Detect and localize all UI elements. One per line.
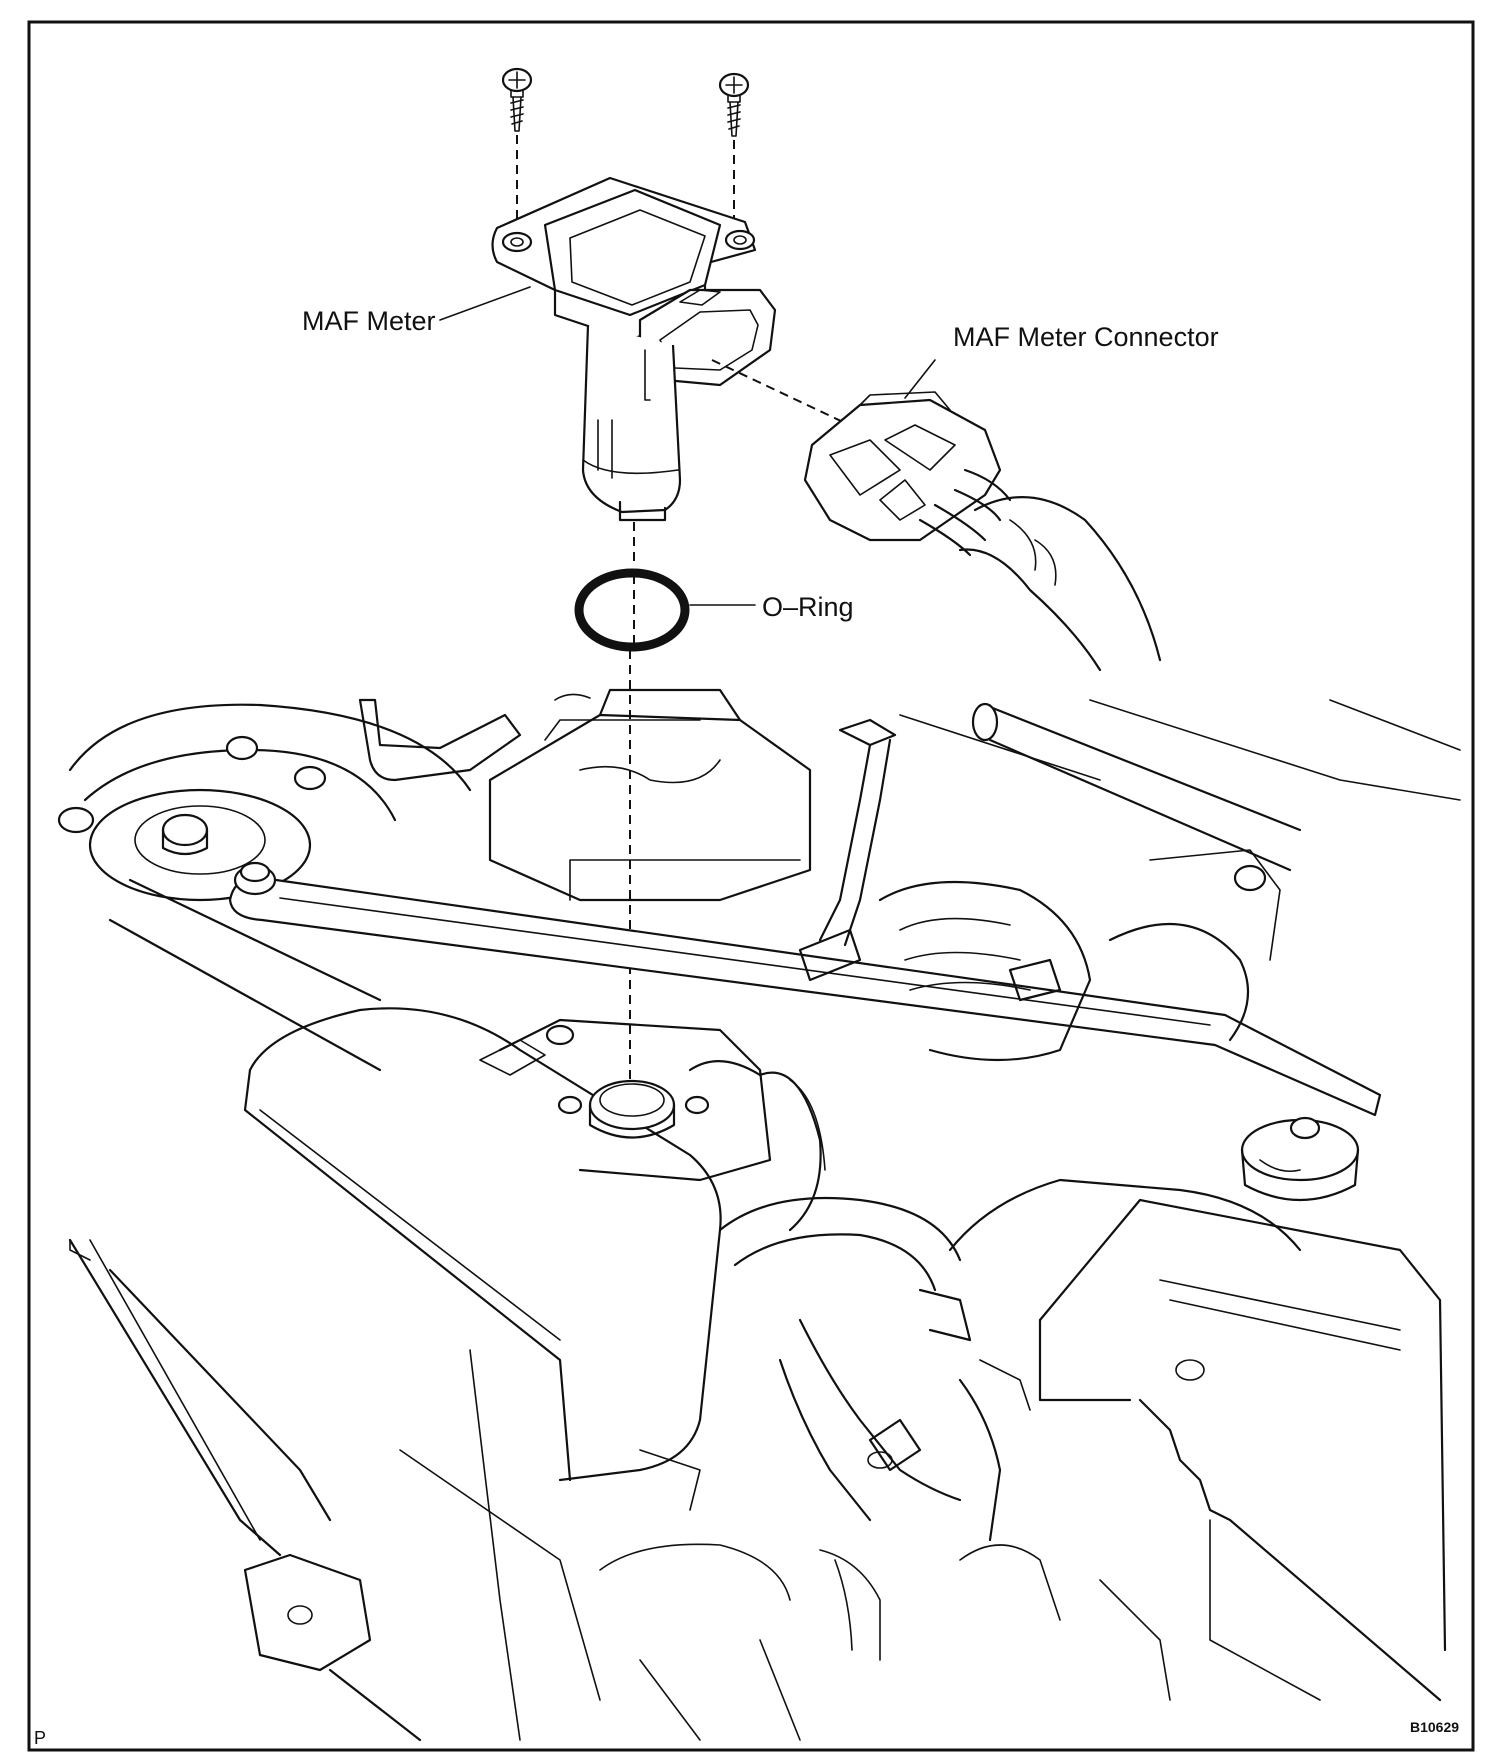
connector-guide [711, 359, 861, 431]
o-ring [574, 568, 690, 652]
connector-leader [904, 359, 936, 399]
engine-bay [57, 688, 1461, 1742]
screw-left [501, 67, 533, 132]
figure-number: B10629 [1410, 1719, 1459, 1735]
corner-mark-p: P [34, 1728, 46, 1748]
maf-meter-connector-label: MAF Meter Connector [953, 322, 1219, 352]
figure-border [27, 20, 1475, 1752]
o-ring-label: O–Ring [762, 592, 854, 622]
maf-meter-leader [439, 286, 531, 321]
maf-meter-label: MAF Meter [302, 306, 436, 336]
maf-meter [491, 176, 777, 522]
maf-meter-connector [803, 391, 1162, 672]
screw-right [718, 72, 750, 137]
